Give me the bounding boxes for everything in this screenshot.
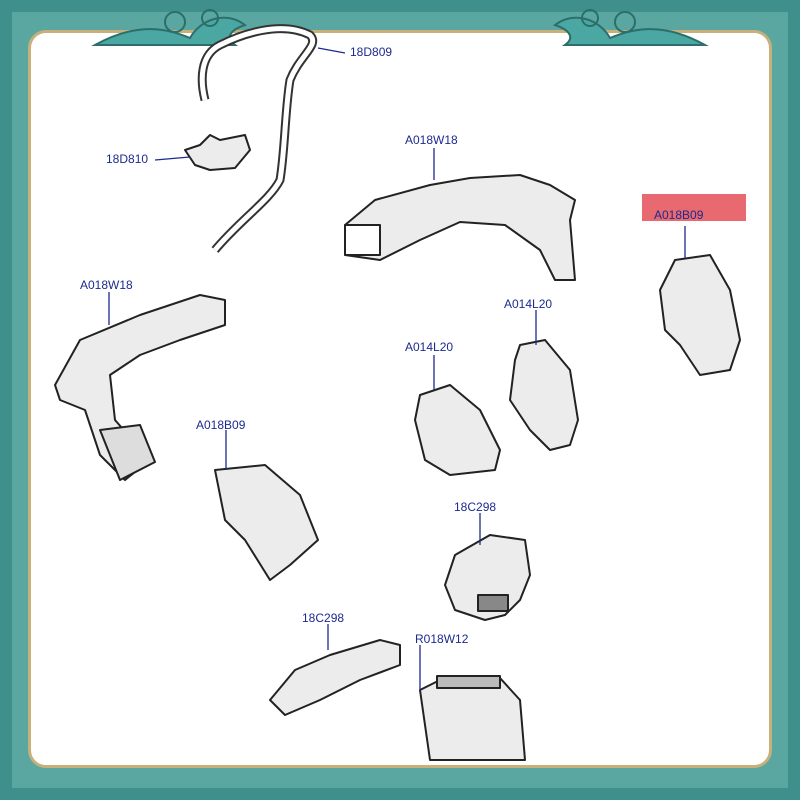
hose-18d809-inner [199, 26, 315, 252]
label-18c298-bottom: 18C298 [302, 611, 345, 625]
label-r018w12: R018W12 [415, 632, 469, 646]
label-a014l20-right: A014L20 [504, 297, 553, 311]
duct-18c298-bottom [269, 639, 401, 716]
label-18d810: 18D810 [106, 152, 149, 166]
label-18c298-right: 18C298 [454, 500, 497, 514]
label-a018w18-top: A018W18 [405, 133, 458, 147]
vent-a014l20-mid [414, 384, 501, 476]
duct-a018w18-left-outlet [99, 424, 156, 481]
duct-r018w12-top [436, 675, 501, 689]
vent-a014l20-right [509, 339, 579, 451]
vent-a018b09-right [659, 254, 741, 376]
duct-a018w18-top [344, 174, 576, 281]
label-a018w18-left: A018W18 [80, 278, 133, 292]
vent-a018b09-mid [214, 464, 319, 581]
duct-a018w18-top-outlet [344, 224, 381, 256]
ornament-left [91, 9, 248, 46]
highlight-box [642, 194, 746, 221]
duct-r018w12 [419, 677, 526, 761]
leader-lines [108, 47, 686, 690]
label-a018b09-highlight: A018B09 [654, 208, 704, 222]
connector-18d810 [184, 134, 251, 171]
duct-18c298-right-grille [477, 594, 509, 612]
ornament-right [552, 9, 709, 46]
label-a018b09-mid: A018B09 [196, 418, 246, 432]
label-a014l20-mid: A014L20 [405, 340, 454, 354]
label-18d809: 18D809 [350, 45, 393, 59]
duct-a018w18-left [54, 294, 226, 481]
